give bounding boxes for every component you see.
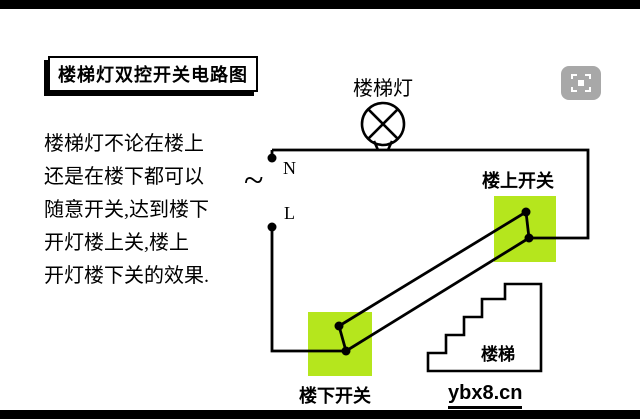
upper-switch-label: 楼上开关 — [482, 171, 554, 191]
lamp-label: 楼梯灯 — [353, 78, 413, 100]
description-line: 随意开关,达到楼下 — [44, 199, 209, 221]
watermark-text: ybx8.cn — [448, 382, 523, 409]
upper-switch-common-dot — [524, 233, 534, 243]
wire-top-right — [272, 148, 590, 240]
live-label: L — [284, 203, 295, 223]
description-line: 开灯楼上关,楼上 — [44, 232, 189, 254]
zoom-icon-glyph — [571, 74, 591, 92]
ac-symbol: ~ — [244, 160, 264, 200]
upper-switch-box — [494, 196, 556, 262]
stairs-shape — [426, 282, 543, 373]
upper-switch-contact-dot — [521, 207, 531, 217]
description-line: 开灯楼下关的效果. — [44, 265, 209, 287]
description-line: 楼梯灯不论在楼上 — [44, 133, 204, 155]
lamp-bulb-icon — [360, 101, 406, 151]
letterbox-bar-bottom — [0, 410, 640, 419]
neutral-label: N — [283, 158, 296, 178]
terminal-dots — [267, 153, 534, 356]
letterbox-bar-top — [0, 0, 640, 9]
zoom-icon[interactable] — [561, 66, 601, 100]
lower-switch-label: 楼下开关 — [299, 386, 371, 406]
terminal-n-dot — [267, 153, 277, 163]
diagram-title: 楼梯灯双控开关电路图 — [48, 56, 258, 92]
terminal-l-dot — [267, 222, 277, 232]
traveler-wire-2 — [345, 236, 530, 353]
wire-l-to-lower-switch — [270, 227, 345, 353]
lower-switch-common-dot — [341, 346, 351, 356]
description-line: 还是在楼下都可以 — [44, 166, 204, 188]
description-text: 楼梯灯不论在楼上 还是在楼下都可以 随意开关,达到楼下 开灯楼上关,楼上 开灯楼… — [44, 128, 284, 293]
lower-switch-contact-dot — [334, 321, 344, 331]
lower-switch-box — [308, 312, 372, 376]
stairs-label: 楼梯 — [481, 345, 515, 364]
traveler-wire-1 — [338, 210, 527, 328]
